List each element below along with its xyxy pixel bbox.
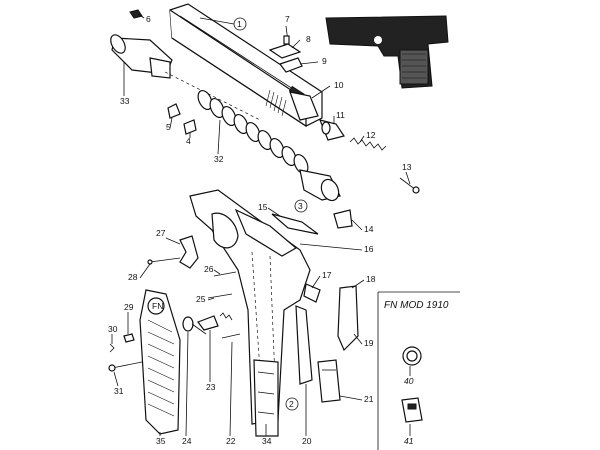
label-21: 21 [364,394,374,404]
label-11: 11 [336,110,345,120]
label-41: 41 [404,436,414,446]
grip-plate-part: FN [139,289,181,435]
label-12: 12 [366,130,376,140]
label-2: 2 [289,399,294,409]
label-19: 19 [364,338,374,348]
label-14: 14 [364,224,374,234]
recoil-spring-part [197,89,309,175]
label-18: 18 [366,274,376,284]
label-1: 1 [237,19,242,29]
label-5: 5 [166,122,171,132]
label-10: 10 [334,80,344,90]
label-3: 3 [298,201,303,211]
inset-box [377,291,460,450]
label-35: 35 [156,436,166,446]
label-34: 34 [262,436,272,446]
label-28: 28 [128,272,138,282]
label-29: 29 [124,302,134,312]
label-33: 33 [120,96,130,106]
grip-screw-parts [108,333,143,372]
label-6: 6 [146,14,151,24]
safety-parts [182,312,233,335]
label-9: 9 [322,56,327,66]
spring-guide-part [299,169,341,202]
grip-logo: FN [152,301,163,311]
callout-circle-2 [285,397,299,411]
label-24: 24 [182,436,192,446]
label-22: 22 [226,436,236,446]
label-23: 23 [206,382,216,392]
frame-pins [207,271,241,339]
label-30: 30 [108,324,118,334]
label-40: 40 [404,376,414,386]
label-31: 31 [114,386,124,396]
label-13: 13 [402,162,412,172]
right-side-parts [295,283,359,403]
label-16: 16 [364,244,374,254]
pistol-illustration [325,15,449,89]
inset-title: FN MOD 1910 [384,300,449,311]
label-7: 7 [285,14,290,24]
label-15: 15 [258,202,268,212]
small-parts-top [129,9,420,235]
label-26: 26 [204,264,214,274]
label-17: 17 [322,270,332,280]
callout-circle-3 [294,199,308,213]
label-4: 4 [186,136,191,146]
slide-part [169,3,323,128]
barrel-part [110,34,261,121]
label-32: 32 [214,154,224,164]
label-27: 27 [156,228,166,238]
label-25: 25 [196,294,206,304]
label-20: 20 [302,436,312,446]
magazine-part [253,359,279,437]
leader-lines [111,13,411,437]
label-8: 8 [306,34,311,44]
